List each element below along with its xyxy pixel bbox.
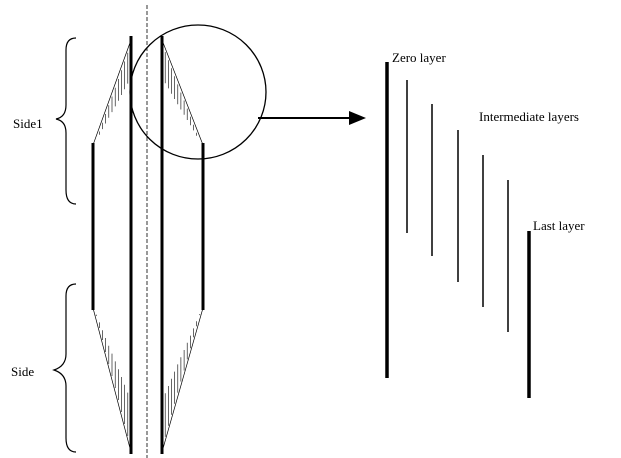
intermediate-layers-label: Intermediate layers — [479, 109, 579, 124]
side-label: Side — [11, 364, 34, 379]
last-layer-label: Last layer — [533, 218, 585, 233]
left-structure-outline — [92, 39, 204, 453]
side-brace — [52, 283, 77, 453]
zoom-arrow-head — [349, 111, 366, 125]
side1-label: Side1 — [13, 116, 43, 131]
magnify-circle — [129, 24, 267, 160]
zero-layer-label: Zero layer — [392, 50, 446, 65]
side1-brace — [55, 37, 77, 205]
hatch-lines — [95, 52, 201, 437]
layer-bars — [385, 62, 531, 398]
